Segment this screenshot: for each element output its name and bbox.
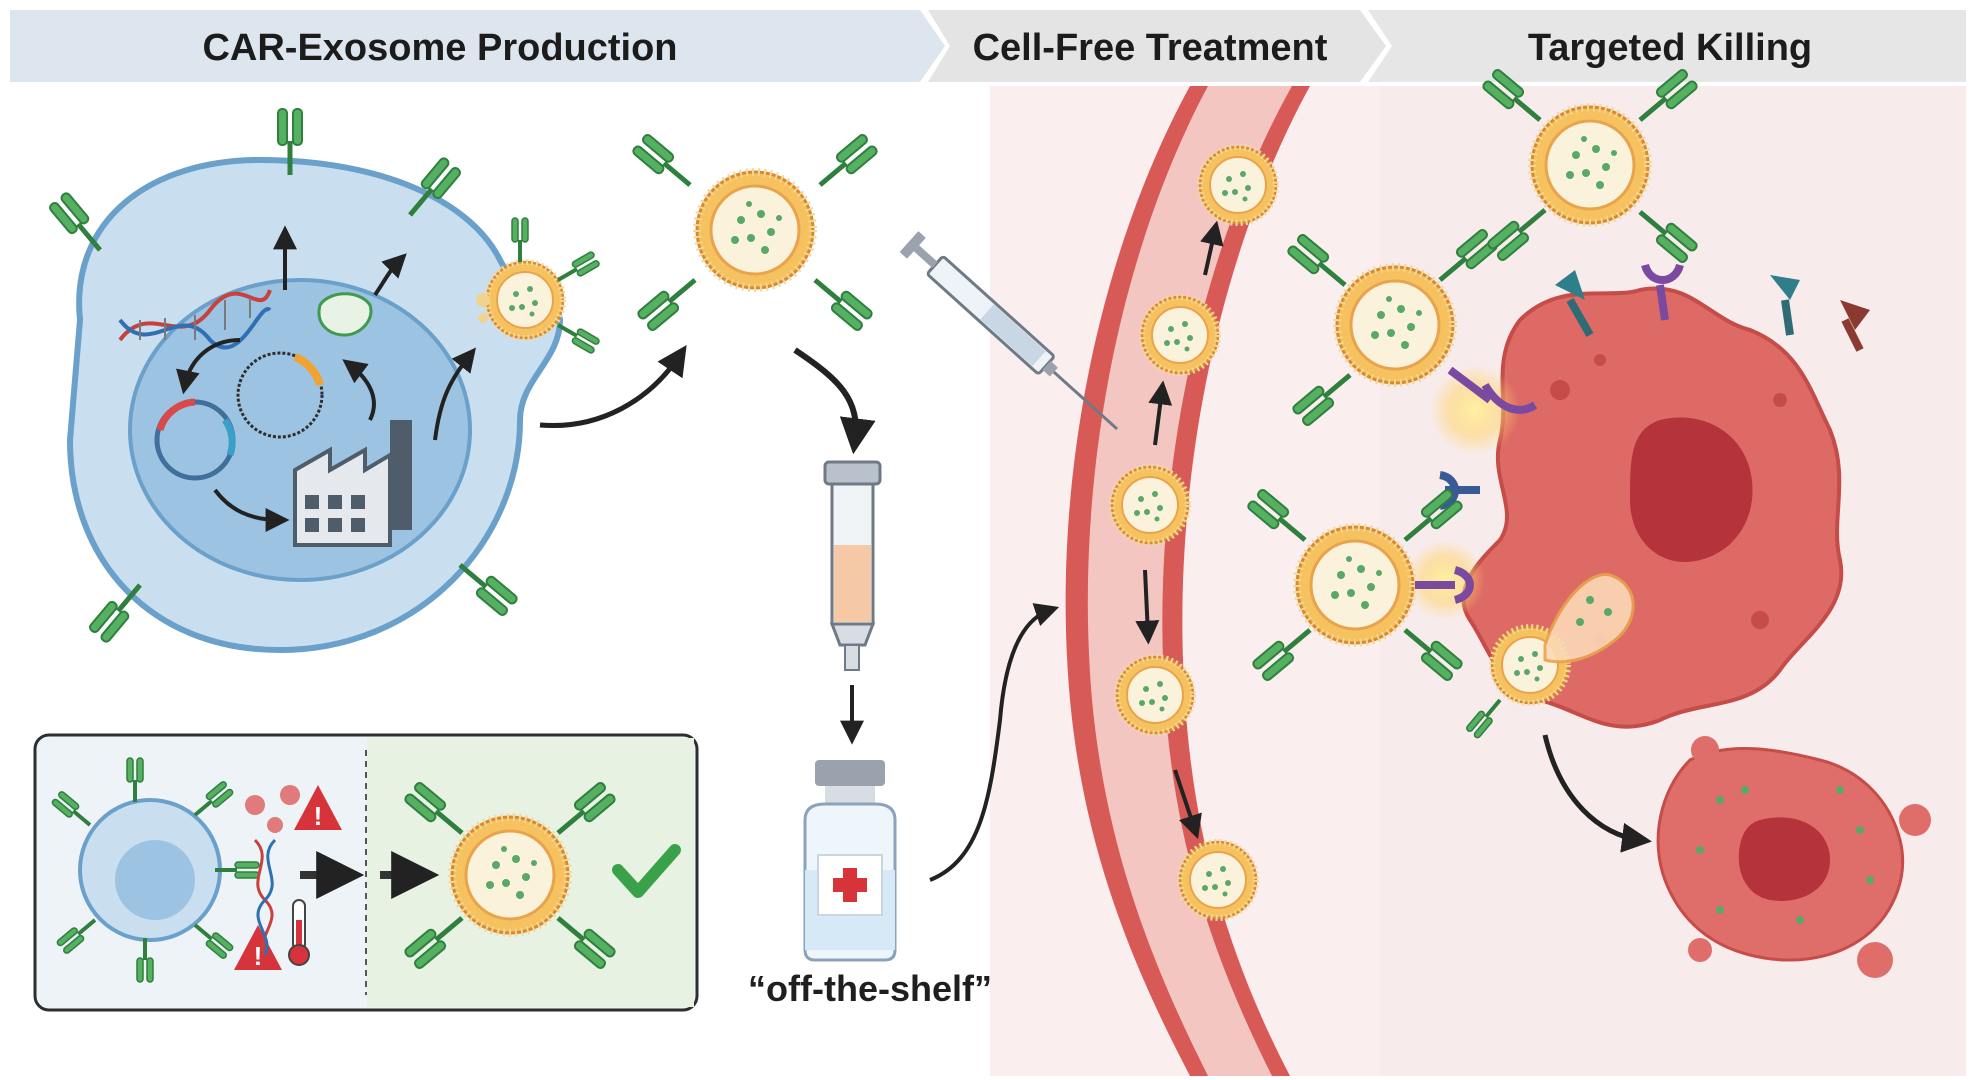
budding-exosome: [476, 216, 603, 356]
vial-icon: [803, 760, 897, 962]
comparison-inset: ! !: [33, 733, 699, 1012]
thermometer-icon: [288, 899, 310, 966]
killing-arrow: [1542, 734, 1652, 853]
dna-icon: [253, 838, 277, 956]
car-exosome: [632, 133, 879, 331]
dying-tumor-cell: [1656, 736, 1931, 978]
factory-icon: [293, 420, 412, 547]
purify-arrow: [793, 347, 876, 455]
syringe-icon: [899, 231, 1119, 431]
blood-vessel: [1065, 86, 1310, 1076]
flow-arrows: [1135, 220, 1224, 840]
release-arrow: [539, 345, 687, 429]
car-receptor: [48, 192, 109, 258]
bound-exosomes: [1247, 68, 1699, 741]
blood-cell-icon: [245, 785, 300, 833]
producer-cell: [48, 109, 564, 654]
plasmid-icon: [154, 351, 324, 481]
warning-icon: ! !: [234, 785, 342, 971]
tumor-antigens: [1438, 263, 1870, 510]
header-banners: [10, 10, 1966, 82]
header-production: CAR-Exosome Production: [202, 26, 678, 69]
header-killing: Targeted Killing: [1527, 26, 1813, 69]
vesicle-icon: [317, 292, 373, 337]
checkmark-icon: [612, 844, 681, 898]
filter-column-icon: [823, 460, 882, 671]
svg-text:!: !: [314, 801, 323, 831]
off-the-shelf-label: “off-the-shelf”: [748, 968, 992, 1009]
svg-text:!: !: [254, 941, 263, 971]
cycle-arrows: [176, 225, 476, 532]
header-treatment: Cell-Free Treatment: [972, 26, 1328, 69]
dna-icon: [118, 289, 272, 350]
